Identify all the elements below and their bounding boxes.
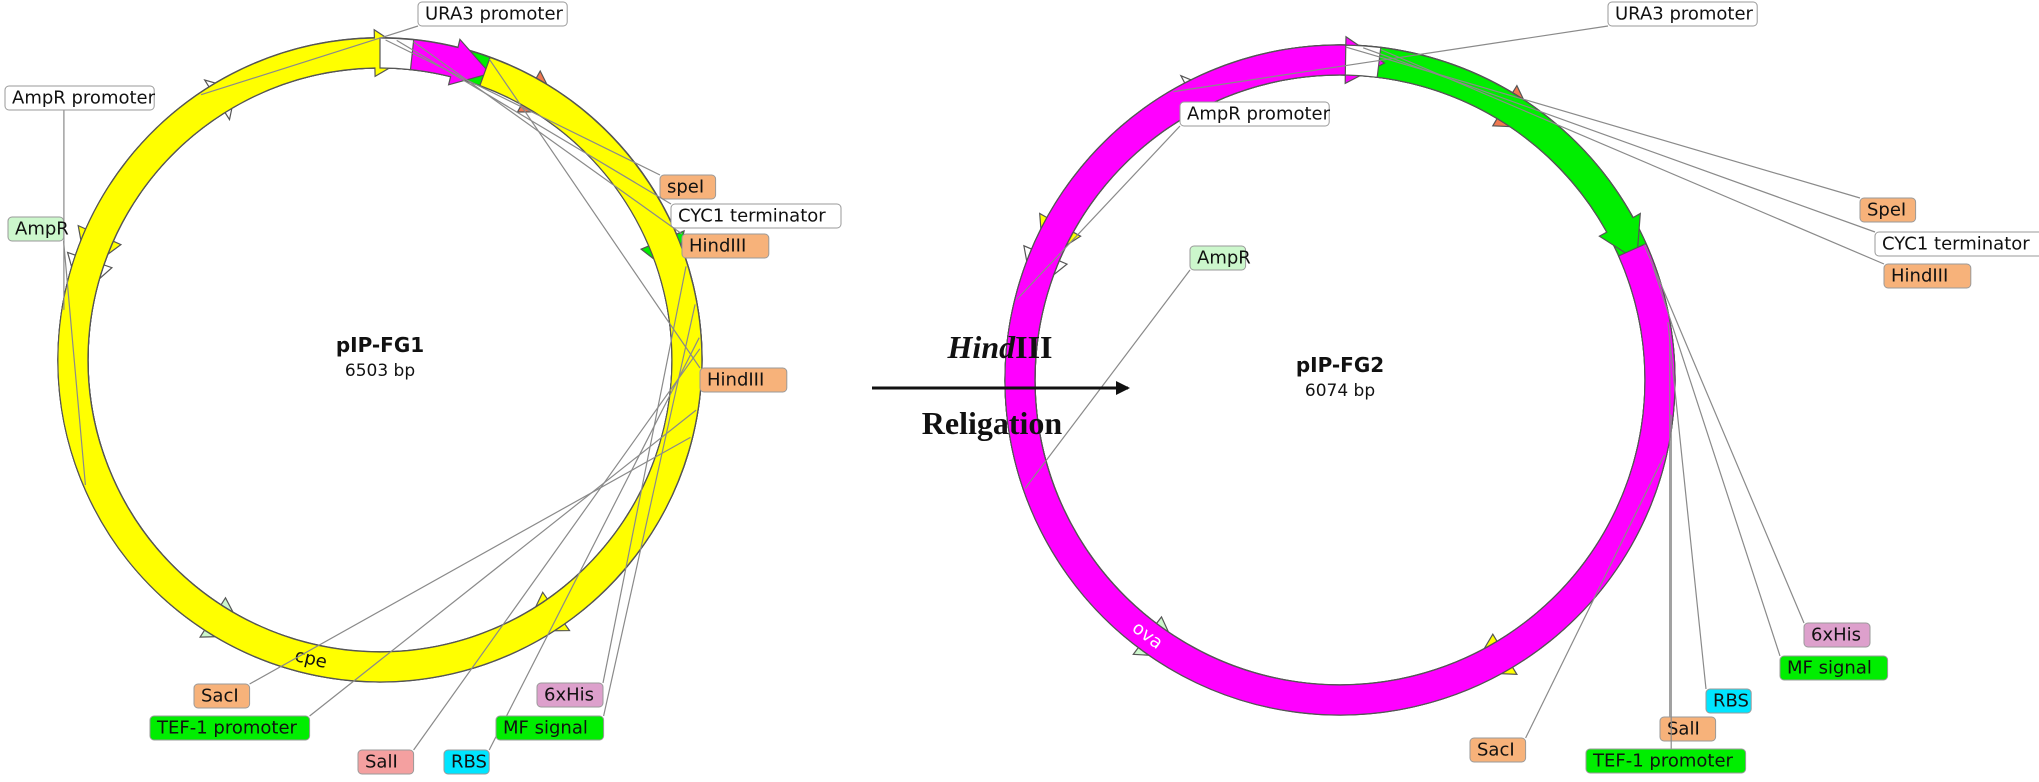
plasmid-size: 6074 bp: [1305, 381, 1375, 401]
label-spei: speI: [667, 177, 704, 198]
label-ampr-promoter: AmpR promoter: [12, 88, 156, 109]
label-leader-line: [1380, 48, 1885, 265]
reaction-arrow: HindIII Religation: [872, 329, 1130, 441]
label-ampr: AmpR: [1197, 248, 1251, 269]
label-box-rbs: [1705, 688, 1752, 714]
label-leader-line: [602, 266, 687, 684]
label-box-mf-signal: [495, 715, 605, 741]
label-box-ampr: [7, 216, 65, 242]
label-box-mf-signal: [1779, 655, 1889, 681]
label-ampr: AmpR: [15, 219, 69, 240]
label-sali: SalI: [1667, 719, 1700, 740]
label-mf-signal: MF signal: [503, 718, 588, 739]
label-leader-line: [396, 39, 672, 205]
label-leader-line: [1173, 25, 1609, 93]
label-saci: SacI: [201, 686, 239, 707]
label-leader-line: [200, 25, 419, 96]
label-mf-signal: MF signal: [1787, 658, 1872, 679]
label-tef-1-promoter: TEF-1 promoter: [1592, 751, 1734, 772]
label-sali: SalI: [365, 752, 398, 773]
plasmid-name: pIP-FG2: [1296, 353, 1384, 377]
feature-segment: [379, 37, 415, 71]
feature-ova: [1004, 35, 1676, 716]
label-saci: SacI: [1477, 740, 1515, 761]
label-box-cyc1-terminator: [1874, 231, 2039, 257]
label-hindiii: HindIII: [707, 370, 764, 391]
label-leader-line: [1016, 125, 1181, 300]
label-leader-line: [1024, 269, 1191, 489]
label-hindiii: HindIII: [689, 236, 746, 257]
label-box-spei: [1859, 197, 1917, 223]
label-leader-line: [603, 304, 696, 717]
label-ampr-promoter: AmpR promoter: [1187, 104, 1331, 125]
label-leader-line: [1667, 322, 1707, 690]
label-box-ampr-promoter: [1179, 101, 1330, 127]
label-leader-line: [1525, 454, 1666, 739]
label-ura3-promoter: URA3 promoter: [1615, 4, 1754, 25]
label-box-saci: [1469, 737, 1527, 763]
label-leader-line: [309, 409, 697, 717]
label-leader-line: [488, 58, 701, 369]
label-box-tef-1-promoter: [1585, 748, 1747, 774]
enzyme-label: HindIII: [947, 329, 1053, 365]
label-rbs: RBS: [1713, 691, 1749, 712]
label-leader-line: [413, 348, 701, 751]
label-box-sali: [1659, 716, 1717, 742]
label-box-saci: [193, 683, 251, 709]
plasmid-size: 6503 bp: [345, 361, 415, 381]
label-tef-1-promoter: TEF-1 promoter: [156, 718, 298, 739]
label-leader-line: [63, 240, 86, 486]
label-box-ura3-promoter: [417, 1, 568, 27]
label-rbs: RBS: [451, 752, 487, 773]
label-box-sali: [357, 749, 415, 775]
label-cyc1-terminator: CYC1 terminator: [1882, 234, 2030, 255]
label-box-hindiii: [699, 367, 788, 393]
label-leader-line: [488, 337, 700, 751]
label-6xhis: 6xHis: [1811, 625, 1861, 646]
label-ura3-promoter: URA3 promoter: [425, 4, 564, 25]
feature-cpe: [57, 28, 703, 683]
step-label: Religation: [922, 405, 1063, 441]
label-box-rbs: [443, 749, 490, 775]
label-spei: SpeI: [1867, 200, 1906, 221]
label-box-hindiii: [1883, 263, 1972, 289]
label-box-6xhis: [1803, 622, 1871, 648]
label-box-spei: [659, 174, 717, 200]
plasmid-name: pIP-FG1: [336, 333, 424, 357]
label-leader-line: [1643, 244, 1805, 624]
label-box-tef-1-promoter: [149, 715, 311, 741]
label-box-ampr-promoter: [4, 85, 155, 111]
label-box-ampr: [1189, 245, 1247, 271]
feature-segment: [1344, 44, 1382, 78]
label-box-ura3-promoter: [1607, 1, 1758, 27]
label-box-6xhis: [536, 682, 604, 708]
label-leader-line: [1652, 265, 1781, 657]
label-cyc1-terminator: CYC1 terminator: [678, 206, 826, 227]
label-leader-line: [413, 41, 683, 235]
label-hindiii: HindIII: [1891, 266, 1948, 287]
label-box-cyc1-terminator: [670, 203, 842, 229]
label-6xhis: 6xHis: [544, 685, 594, 706]
label-leader-line: [249, 436, 691, 685]
label-box-hindiii: [681, 233, 770, 259]
